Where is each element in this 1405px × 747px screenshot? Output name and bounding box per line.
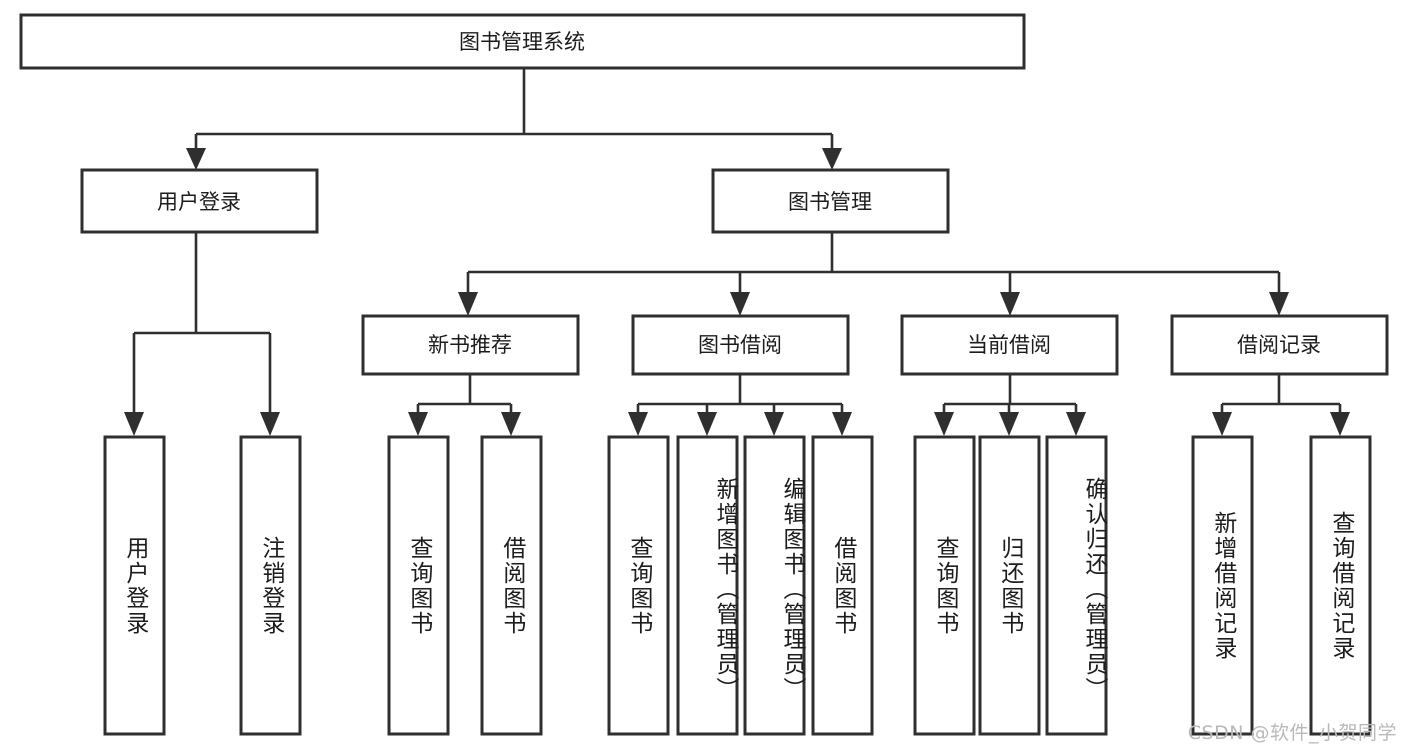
leaf-box-bb-3[interactable] xyxy=(743,435,806,736)
arrowhead-book-borrow xyxy=(730,292,750,316)
leaf-box-bb-1[interactable] xyxy=(607,435,670,736)
connector-group-borrow-record-children xyxy=(1212,375,1350,436)
arrowhead-nbr-leaf-2 xyxy=(501,412,521,436)
connector-group-current-borrow-children xyxy=(934,375,1086,436)
node-book-management-box[interactable] xyxy=(711,168,950,234)
arrowhead-leaf-user-login xyxy=(124,412,144,436)
leaf-box-user-login-1[interactable] xyxy=(103,435,166,736)
arrowhead-br-leaf-2 xyxy=(1330,412,1350,436)
arrowhead-bb-leaf-4 xyxy=(832,412,852,436)
leaf-box-cb-1[interactable] xyxy=(913,435,976,736)
arrowhead-bb-leaf-3 xyxy=(764,412,784,436)
leaf-box-br-1[interactable] xyxy=(1191,435,1254,736)
node-current-borrow-label: 当前借阅 xyxy=(967,333,1051,357)
arrowhead-bb-leaf-2 xyxy=(697,412,717,436)
node-root[interactable]: 图书管理系统 xyxy=(19,13,1026,70)
leaf-box-br-2[interactable] xyxy=(1309,435,1372,736)
node-new-book-recommend-label: 新书推荐 xyxy=(428,333,512,357)
node-user-login[interactable]: 用户登录 xyxy=(80,168,319,234)
connector-group-user-login-children xyxy=(124,232,280,436)
node-book-borrow-box[interactable] xyxy=(631,314,850,376)
leaf-box-nbr-2[interactable] xyxy=(480,435,543,736)
node-borrow-record-box[interactable] xyxy=(1170,314,1389,376)
arrowhead-nbr-leaf-1 xyxy=(408,412,428,436)
node-borrow-record[interactable]: 借阅记录 xyxy=(1170,314,1389,376)
node-borrow-record-label: 借阅记录 xyxy=(1237,333,1321,357)
arrowhead-new-book-recommend xyxy=(458,292,478,316)
arrowhead-bb-leaf-1 xyxy=(628,412,648,436)
node-book-borrow[interactable]: 图书借阅 xyxy=(631,314,850,376)
arrowhead-cb-leaf-2 xyxy=(999,412,1019,436)
arrowhead-leaf-logout xyxy=(260,412,280,436)
node-book-borrow-label: 图书借阅 xyxy=(698,333,782,357)
node-new-book-recommend[interactable]: 新书推荐 xyxy=(361,314,580,376)
arrowhead-borrow-record xyxy=(1269,292,1289,316)
leaf-box-cb-3[interactable] xyxy=(1045,435,1108,736)
arrowhead-book-mgmt xyxy=(822,148,842,170)
node-new-book-recommend-box[interactable] xyxy=(361,314,580,376)
connector-group-book-borrow-children xyxy=(628,375,852,436)
node-book-management-label: 图书管理 xyxy=(788,190,872,214)
connector-group-new-book-recommend-children xyxy=(408,375,521,436)
leaf-box-cb-2[interactable] xyxy=(978,435,1041,736)
connector-group-book-mgmt-children xyxy=(458,232,1289,316)
node-user-login-box[interactable] xyxy=(80,168,319,234)
node-current-borrow-box[interactable] xyxy=(900,314,1119,376)
arrowhead-user-login xyxy=(186,148,206,170)
arrowhead-current-borrow xyxy=(1000,292,1020,316)
node-root-box[interactable] xyxy=(19,13,1026,70)
leaf-box-user-login-2[interactable] xyxy=(239,435,302,736)
connector-group-root-to-level2 xyxy=(186,68,842,170)
node-book-management[interactable]: 图书管理 xyxy=(711,168,950,234)
arrowhead-cb-leaf-3 xyxy=(1066,412,1086,436)
arrowhead-br-leaf-1 xyxy=(1212,412,1232,436)
leaf-box-nbr-1[interactable] xyxy=(387,435,450,736)
csdn-watermark: CSDN @软件_小贺同学 xyxy=(1187,722,1397,744)
node-user-login-label: 用户登录 xyxy=(157,190,241,214)
arrowhead-cb-leaf-1 xyxy=(934,412,954,436)
leaf-box-bb-2[interactable] xyxy=(676,435,739,736)
leaf-box-bb-4[interactable] xyxy=(811,435,874,736)
node-current-borrow[interactable]: 当前借阅 xyxy=(900,314,1119,376)
node-root-label: 图书管理系统 xyxy=(459,30,585,54)
